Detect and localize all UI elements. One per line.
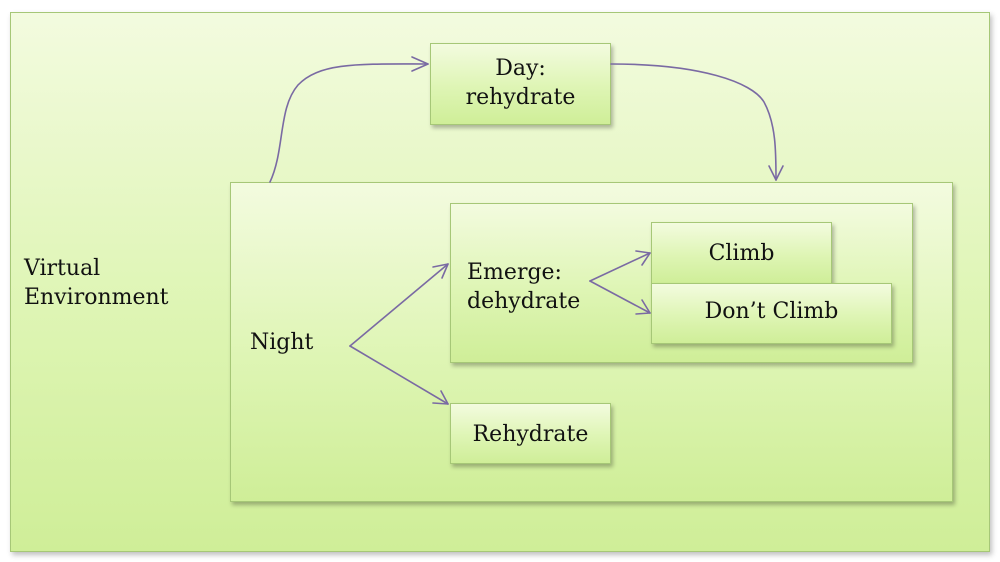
climb-label: Climb: [708, 241, 775, 266]
day-label-line1: Day:: [495, 56, 546, 81]
emerge-label-line2: dehydrate: [467, 289, 581, 314]
emerge-label-line1: Emerge:: [467, 260, 562, 285]
rehydrate-label: Rehydrate: [472, 422, 589, 447]
virtual-environment-label: Virtual Environment: [24, 254, 169, 312]
dont-climb-label: Don’t Climb: [704, 299, 839, 324]
day-label: Day: rehydrate: [430, 54, 611, 112]
virtual-environment-label-line2: Environment: [24, 285, 169, 310]
day-box: [430, 43, 611, 125]
emerge-label: Emerge: dehydrate: [467, 258, 580, 316]
day-label-line2: rehydrate: [465, 85, 576, 110]
virtual-environment-label-line1: Virtual: [24, 256, 101, 281]
dont-climb-box: [651, 283, 892, 344]
night-label: Night: [250, 330, 314, 355]
rehydrate-box: [450, 403, 611, 464]
